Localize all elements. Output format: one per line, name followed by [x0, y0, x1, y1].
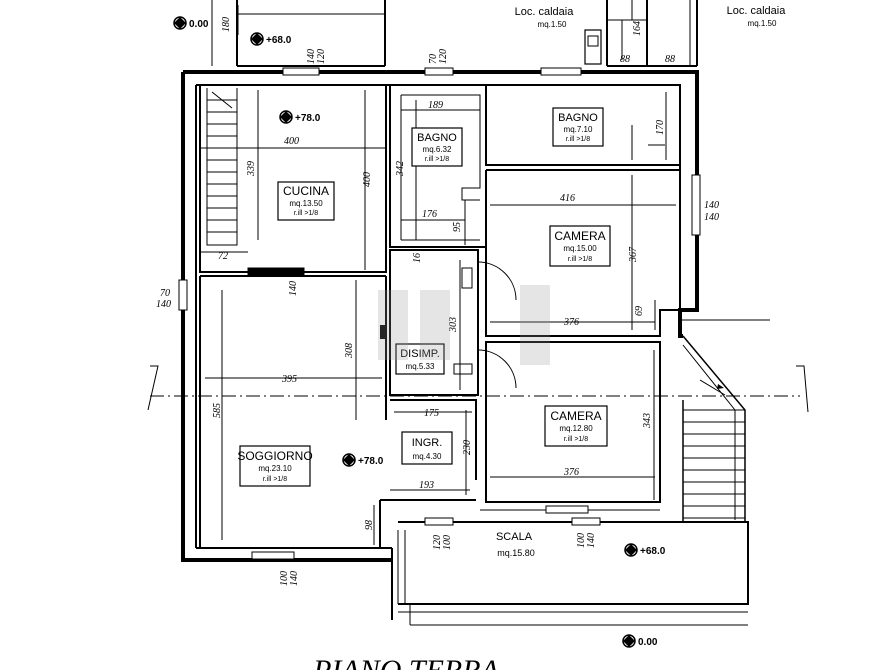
dim-label: 95: [452, 222, 463, 232]
dim-label: 400: [284, 136, 299, 147]
dimension-texts: 180 140 120 70 120 164 88 88 400 339 400…: [156, 17, 719, 586]
level-marker-icon: [624, 543, 638, 557]
scala-name: SCALA: [496, 531, 533, 543]
dim-label: 400: [362, 172, 373, 187]
dim-label: 70: [428, 54, 439, 64]
dim-label: 140: [704, 212, 719, 223]
stair-cucina: [206, 88, 238, 246]
room-labels: CUCINA mq.13.50 r.ill >1/8 BAGNO mq.6.32…: [237, 5, 786, 558]
bagno2-ratio: r.ill >1/8: [566, 136, 590, 143]
dim-label: 376: [563, 317, 579, 328]
dim-label: 140: [156, 299, 171, 310]
dim-label: 120: [316, 49, 327, 64]
level-cucina: +78.0: [295, 113, 321, 124]
disimp-name: DISIMP.: [400, 348, 440, 360]
bagno1-area: mq.6.32: [423, 145, 452, 154]
dim-label: 120: [432, 535, 443, 550]
level-top-left: 0.00: [189, 19, 209, 30]
disimp-area: mq.5.33: [406, 362, 435, 371]
dim-label: 303: [448, 317, 459, 333]
scala-area: mq.15.80: [497, 548, 535, 558]
dim-label: 180: [221, 17, 232, 32]
dim-label: 140: [289, 571, 300, 586]
dim-label: 395: [281, 374, 297, 385]
dim-label: 339: [246, 161, 257, 177]
dim-label: 585: [212, 403, 223, 418]
top-structures: [236, 0, 698, 67]
dim-label: 120: [438, 49, 449, 64]
dim-label: 164: [632, 21, 643, 36]
dim-label: 343: [642, 413, 653, 429]
camera1-area: mq.15.00: [563, 244, 597, 253]
section-line: [147, 319, 809, 413]
dim-label: 88: [620, 54, 630, 65]
bagno2-name: BAGNO: [558, 112, 598, 124]
dim-label: 342: [395, 161, 406, 177]
dim-label: 376: [563, 467, 579, 478]
dim-label: 140: [586, 533, 597, 548]
caldaia-left-area: mq.1.50: [538, 20, 567, 29]
dim-label: 140: [288, 281, 299, 296]
dim-label: 140: [306, 49, 317, 64]
caldaia-right-area: mq.1.50: [748, 19, 777, 28]
dim-label: 176: [422, 209, 437, 220]
bagno2-area: mq.7.10: [564, 125, 593, 134]
soggiorno-name: SOGGIORNO: [237, 449, 312, 463]
level-markers: 0.00 +68.0 +78.0 +78.0 +68.0 0.00: [173, 16, 666, 648]
doors: [380, 261, 517, 389]
dim-label: 16: [412, 253, 423, 263]
level-marker-icon: [279, 110, 293, 124]
soggiorno-ratio: r.ill >1/8: [263, 476, 287, 483]
dim-label: 69: [634, 306, 645, 316]
dim-label: 100: [576, 533, 587, 548]
level-soggiorno: +78.0: [358, 456, 384, 467]
dim-label: 367: [628, 246, 639, 263]
camera2-name: CAMERA: [550, 409, 601, 423]
level-scala: +68.0: [640, 546, 666, 557]
dim-label: 140: [704, 200, 719, 211]
caldaia-right-name: Loc. caldaia: [727, 5, 787, 17]
dim-label: 170: [655, 120, 666, 135]
level-upper: +68.0: [266, 35, 292, 46]
dimension-lines: [200, 0, 676, 545]
cucina-ratio: r.ill >1/8: [294, 210, 318, 217]
dim-label: 308: [344, 343, 355, 359]
watermark-logo: [378, 285, 550, 365]
ingr-name: INGR.: [412, 437, 443, 449]
dim-label: 100: [442, 535, 453, 550]
stair-external: [682, 335, 746, 522]
dim-label: 175: [424, 408, 439, 419]
cucina-area: mq.13.50: [289, 199, 323, 208]
camera2-area: mq.12.80: [559, 424, 593, 433]
level-marker-icon: [342, 453, 356, 467]
dim-label: 100: [279, 571, 290, 586]
floor-title: PIANO TERRA: [312, 654, 499, 670]
windows: [178, 67, 701, 560]
level-marker-icon: [173, 16, 187, 30]
camera2-ratio: r.ill >1/8: [564, 436, 588, 443]
dim-label: 193: [419, 480, 434, 491]
dim-label: 88: [665, 54, 675, 65]
dim-label: 72: [218, 251, 228, 262]
level-marker-icon: [250, 32, 264, 46]
dim-label: 230: [462, 440, 473, 455]
dim-label: 416: [560, 193, 575, 204]
camera1-ratio: r.ill >1/8: [568, 256, 592, 263]
dim-label: 70: [160, 288, 170, 299]
ingr-area: mq.4.30: [413, 452, 442, 461]
level-marker-icon: [622, 634, 636, 648]
dim-label: 98: [364, 520, 375, 530]
bagno1-name: BAGNO: [417, 132, 457, 144]
bagno1-ratio: r.ill >1/8: [425, 156, 449, 163]
dim-label: 189: [428, 100, 443, 111]
camera1-name: CAMERA: [554, 229, 605, 243]
outer-walls: [181, 70, 699, 620]
interior-walls: [199, 84, 749, 626]
caldaia-left-name: Loc. caldaia: [515, 6, 575, 18]
level-bottom: 0.00: [638, 637, 658, 648]
cucina-name: CUCINA: [283, 184, 329, 198]
stair-scala: [397, 530, 748, 613]
soggiorno-area: mq.23.10: [258, 464, 292, 473]
